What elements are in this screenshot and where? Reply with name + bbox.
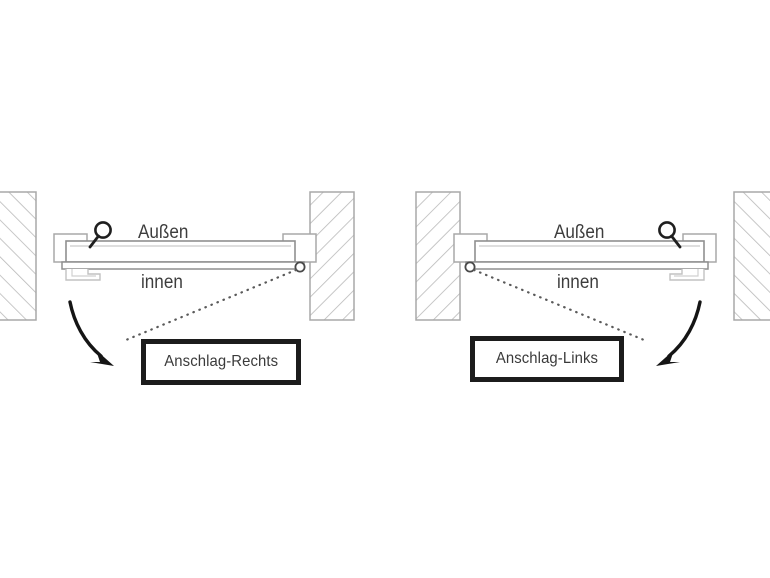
door-handle-knob-icon bbox=[658, 221, 682, 249]
hinge-pivot-icon bbox=[294, 261, 306, 273]
panel-right-graphics bbox=[415, 191, 770, 366]
panel-anschlag-links: Außen innen Anschlag-Links bbox=[385, 0, 770, 578]
label-innen-left: innen bbox=[141, 272, 183, 293]
swing-direction-arrow-icon bbox=[68, 300, 114, 366]
dotted-leader-line-icon bbox=[472, 268, 646, 342]
swing-direction-arrow-icon bbox=[656, 300, 702, 366]
door-handle-knob-icon bbox=[88, 221, 112, 249]
dotted-leader-line-icon bbox=[124, 268, 298, 342]
wall-block-right bbox=[309, 191, 355, 321]
door-leaf-section bbox=[53, 233, 317, 281]
plaque-rechts-text: Anschlag-Rechts bbox=[164, 353, 278, 370]
label-aussen-right: Außen bbox=[554, 222, 605, 243]
label-innen-right: innen bbox=[557, 272, 599, 293]
panel-anschlag-rechts: Außen innen Anschlag-Rechts bbox=[0, 191, 355, 385]
plaque-anschlag-rechts: Anschlag-Rechts bbox=[141, 339, 301, 385]
wall-block-left bbox=[0, 191, 37, 321]
hinge-pivot-icon bbox=[464, 261, 476, 273]
wall-block-right bbox=[733, 191, 770, 321]
plaque-links-text: Anschlag-Links bbox=[495, 350, 599, 367]
door-leaf-section bbox=[453, 233, 717, 281]
plaque-anschlag-links: Anschlag-Links bbox=[470, 336, 624, 382]
label-aussen-left: Außen bbox=[138, 222, 189, 243]
panel-left-graphics bbox=[0, 191, 355, 366]
wall-block-left bbox=[415, 191, 461, 321]
